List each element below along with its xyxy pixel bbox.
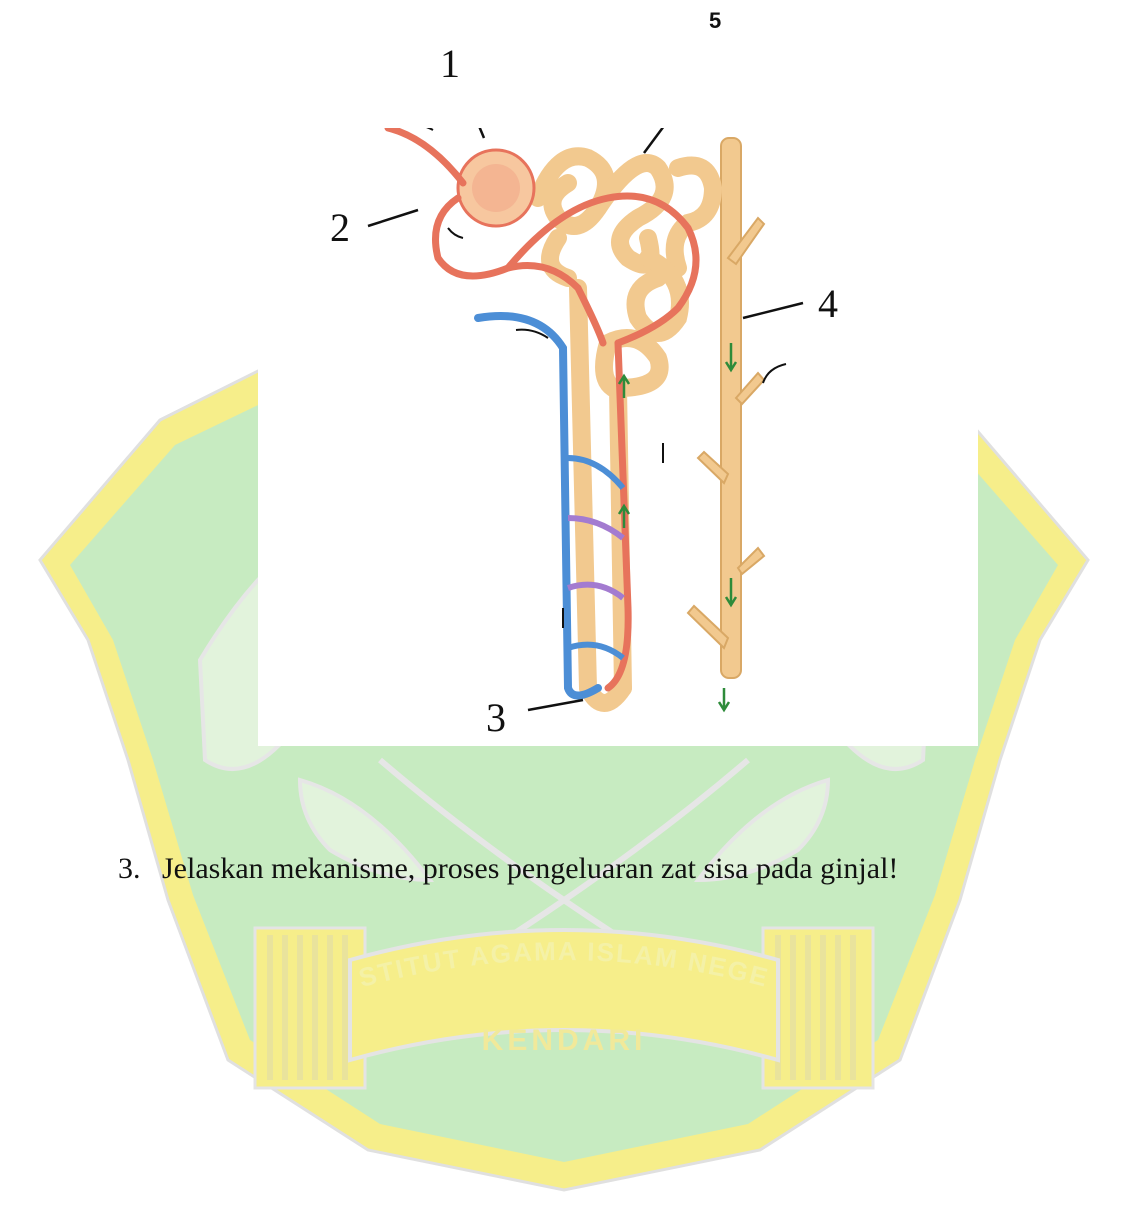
question-3: 3.Jelaskan mekanisme, proses pengeluaran… [118, 852, 898, 886]
label-3: 3 [486, 698, 506, 738]
label-2: 2 [330, 208, 350, 248]
question-text: Jelaskan mekanisme, proses pengeluaran z… [162, 852, 898, 885]
flow-arrows [619, 343, 736, 710]
nephron-diagram-panel [258, 128, 978, 746]
question-number: 3. [118, 852, 162, 886]
label-1: 1 [440, 44, 460, 84]
nephron-diagram [258, 128, 978, 746]
label-4: 4 [818, 284, 838, 324]
watermark-city-text: KENDARI [482, 1024, 647, 1057]
label-5: 5 [709, 8, 721, 34]
